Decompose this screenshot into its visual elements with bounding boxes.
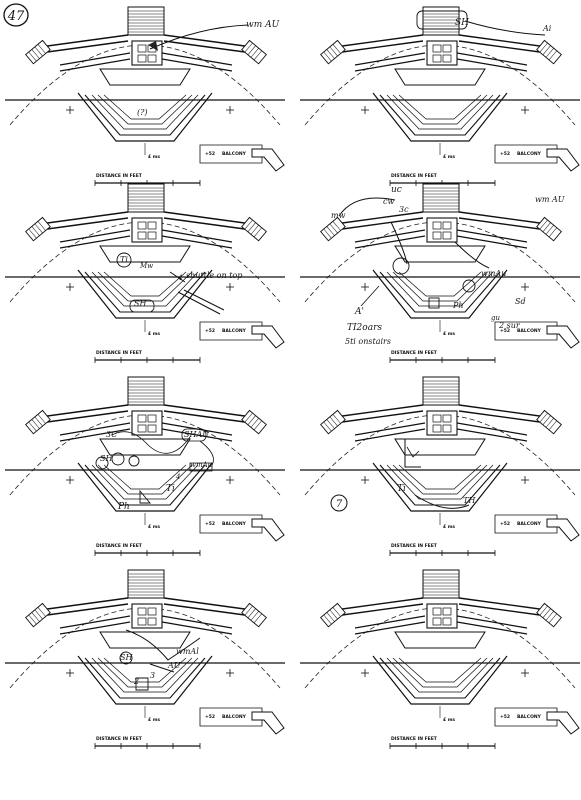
balcony-prefix: +52 [500, 151, 510, 157]
panel-note: 2 sur [498, 321, 521, 330]
panel-note: Sd [515, 297, 526, 306]
panel-note: cw [383, 197, 394, 206]
panel-note: TI2oars [347, 323, 382, 333]
balcony-label: BALCONY [517, 151, 542, 157]
plan-panel-8: £ ms +52 BALCONY DISTANCE IN FEET [295, 568, 581, 763]
panel-note: wm AU [535, 195, 565, 204]
plan-panel-3: £ ms +52 BALCONY DISTANCE IN FEET Ti shu… [0, 182, 290, 377]
panel-note: wmAu [190, 461, 213, 469]
panel-note: Mw [139, 262, 153, 270]
panel-note: gu [491, 314, 500, 322]
distance-label: DISTANCE IN FEET [391, 350, 438, 356]
distance-label: DISTANCE IN FEET [391, 173, 438, 179]
page-number: 47 [3, 3, 29, 27]
panel-note: SH [100, 454, 113, 463]
balcony-prefix: +52 [205, 521, 215, 527]
panel-note: (?) [137, 108, 148, 117]
panel-note: Ph [452, 301, 464, 310]
panel-note: 4 [175, 473, 180, 481]
panel-note: Ti [397, 484, 406, 494]
panel-note: SH [455, 18, 469, 28]
center-mark: £ ms [443, 154, 455, 160]
plan-panel-1: £ ms +52 BALCONY DISTANCE IN FEET wm AU … [0, 5, 290, 200]
panel-note: mw [331, 211, 346, 220]
balcony-prefix: +52 [205, 151, 215, 157]
balcony-label: BALCONY [517, 521, 542, 527]
plan-panel-4: £ ms +52 BALCONY DISTANCE IN FEET uc cw … [295, 182, 581, 377]
panel-note: wmAl [176, 647, 199, 656]
panel-note: A' [354, 307, 364, 317]
distance-label: DISTANCE IN FEET [391, 736, 438, 742]
distance-label: DISTANCE IN FEET [96, 173, 143, 179]
panel-note: AU [167, 661, 181, 670]
center-mark: £ ms [148, 524, 160, 530]
page-number-text: 47 [7, 9, 25, 24]
balcony-prefix: +52 [500, 714, 510, 720]
panel-note: wm AU [246, 20, 280, 30]
panel-note: SH [120, 653, 133, 662]
panel-note: wmAu [481, 269, 506, 278]
center-mark: £ ms [148, 331, 160, 337]
panel-note: SHAU [184, 430, 209, 439]
balcony-label: BALCONY [222, 328, 247, 334]
balcony-prefix: +52 [500, 328, 510, 334]
panel-note: 5ti onstairs [345, 337, 391, 346]
panel-note: TH [463, 496, 476, 505]
panel-note: SH [134, 299, 147, 308]
balcony-label: BALCONY [517, 328, 542, 334]
plan-panel-6: £ ms +52 BALCONY DISTANCE IN FEET 7 Ti T… [295, 375, 581, 570]
balcony-label: BALCONY [222, 521, 247, 527]
balcony-label: BALCONY [517, 714, 542, 720]
plan-panel-2: £ ms +52 BALCONY DISTANCE IN FEET SH Ai [295, 5, 581, 200]
center-mark: £ ms [443, 717, 455, 723]
panel-note: 3c [399, 205, 409, 214]
distance-label: DISTANCE IN FEET [391, 543, 438, 549]
panel-note: 3 [150, 671, 155, 680]
distance-label: DISTANCE IN FEET [96, 543, 143, 549]
center-mark: £ ms [443, 331, 455, 337]
balcony-label: BALCONY [222, 151, 247, 157]
panel-note: uc [391, 185, 402, 195]
panel-note: 3C [106, 430, 117, 439]
balcony-label: BALCONY [222, 714, 247, 720]
center-mark: £ ms [148, 717, 160, 723]
distance-label: DISTANCE IN FEET [96, 736, 143, 742]
plan-panel-7: £ ms +52 BALCONY DISTANCE IN FEET SH wmA… [0, 568, 290, 763]
center-mark: £ ms [148, 154, 160, 160]
panel-note: Ph [117, 502, 130, 512]
center-mark: £ ms [443, 524, 455, 530]
panel-note: Ti [166, 484, 175, 494]
balcony-prefix: +52 [205, 714, 215, 720]
balcony-prefix: +52 [205, 328, 215, 334]
distance-label: DISTANCE IN FEET [96, 350, 143, 356]
panel-note: 7 [336, 499, 343, 510]
plan-panel-5: £ ms +52 BALCONY DISTANCE IN FEET 3C SHA… [0, 375, 290, 570]
panel-note: Ti [120, 255, 128, 264]
panel-note: shuttle on top [186, 271, 242, 280]
panel-note: Ai [542, 24, 552, 33]
balcony-prefix: +52 [500, 521, 510, 527]
